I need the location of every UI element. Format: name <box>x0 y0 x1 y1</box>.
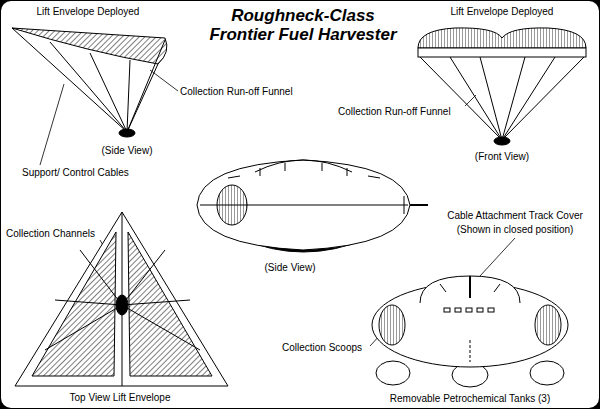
saucer-side-view-part <box>255 160 352 172</box>
part-label: Top View Lift Envelope <box>70 392 171 404</box>
front-view-envelope-part <box>418 48 586 57</box>
saucer-side-view-part <box>368 176 380 178</box>
saucer-front-view-part <box>530 361 564 385</box>
front-view-envelope-part <box>502 57 555 140</box>
part-label: Collection Run-off Funnel <box>338 106 451 118</box>
saucer-front-view-part <box>376 361 410 385</box>
saucer-side-view <box>197 160 428 252</box>
saucer-front-view-part <box>466 308 472 312</box>
part-label: Collection Run-off Funnel <box>180 86 293 98</box>
side-view-envelope-part <box>127 40 165 132</box>
side-view-envelope-part <box>119 129 135 137</box>
leader-line-part <box>480 238 515 276</box>
saucer-front-view-part <box>488 308 494 312</box>
top-view-envelope-part <box>80 250 122 305</box>
part-label: Collection Channels <box>6 228 95 240</box>
saucer-side-view-part <box>217 185 247 225</box>
saucer-side-view-part <box>322 163 323 171</box>
saucer-front-view-part <box>535 305 561 345</box>
saucer-side-view-part <box>410 204 428 206</box>
front-view-envelope-part <box>418 28 586 48</box>
diagram-title: Roughneck-Class Frontier Fuel Harvester <box>203 6 403 44</box>
front-view-envelope-part <box>480 57 502 140</box>
saucer-front-view-part <box>469 276 471 298</box>
front-view-envelope-part <box>502 57 525 140</box>
top-view-envelope-part <box>55 300 122 305</box>
saucer-front-view-part <box>379 305 405 345</box>
saucer-side-view-part <box>347 168 348 176</box>
saucer-front-view-part <box>455 308 461 312</box>
part-label: (Shown in closed position) <box>457 224 574 236</box>
saucer-front-view-part <box>440 284 446 292</box>
front-view-envelope-part <box>420 57 502 140</box>
side-view-envelope-part <box>12 28 167 64</box>
part-label: (Side View) <box>102 145 153 157</box>
saucer-front-view <box>372 276 568 387</box>
part-label: Cable Attachment Track Cover <box>447 210 583 222</box>
side-view-envelope <box>12 28 167 137</box>
saucer-side-view-part <box>260 168 261 176</box>
saucer-side-view-part <box>404 196 405 214</box>
leader-line-part <box>40 84 64 165</box>
top-view-envelope-part <box>122 250 165 305</box>
top-view-envelope-part <box>122 300 190 305</box>
side-view-envelope-part <box>90 53 127 132</box>
top-view-envelope-part <box>116 295 128 315</box>
front-view-envelope-part <box>502 57 584 140</box>
side-view-envelope-part <box>50 42 127 132</box>
part-label: (Front View) <box>475 151 529 163</box>
saucer-front-view-part <box>494 284 500 292</box>
top-view-envelope-part <box>122 305 200 350</box>
side-view-envelope-part <box>127 60 130 132</box>
saucer-front-view-part <box>444 308 450 312</box>
saucer-side-view-part <box>285 163 286 171</box>
saucer-front-view-part <box>470 340 471 362</box>
front-view-envelope <box>418 28 586 145</box>
saucer-front-view-part <box>420 276 520 303</box>
front-view-envelope-part <box>450 57 502 140</box>
part-label: Collection Scoops <box>282 342 362 354</box>
side-view-envelope-part <box>12 28 127 132</box>
front-view-envelope-part <box>494 137 510 145</box>
saucer-side-view-part <box>228 176 240 178</box>
part-label: Lift Envelope Deployed <box>37 6 140 18</box>
part-label: (Side View) <box>265 262 316 274</box>
saucer-side-view-part <box>197 160 410 250</box>
saucer-front-view-part <box>477 308 483 312</box>
part-label: Removable Petrochemical Tanks (3) <box>390 393 550 405</box>
leader-line-part <box>150 70 178 91</box>
top-view-envelope-part <box>45 305 122 350</box>
part-label: Support/ Control Cables <box>22 167 129 179</box>
part-label: Lift Envelope Deployed <box>451 6 554 18</box>
